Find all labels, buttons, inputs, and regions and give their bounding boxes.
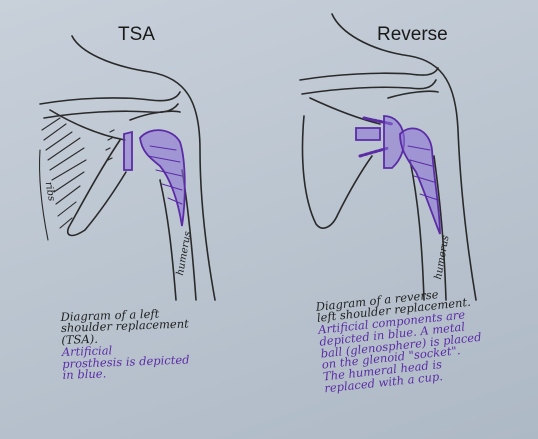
clavicle-r <box>299 67 439 81</box>
scapula-spine <box>49 109 126 141</box>
reverse-diagram <box>299 13 477 301</box>
scapula-spine-r <box>309 97 381 125</box>
humerus-shaft-left-r <box>409 159 425 301</box>
clavicle-lower-r <box>301 79 437 95</box>
rib-hatching <box>38 117 87 241</box>
humeral-head-component <box>139 129 186 227</box>
clavicle-lower <box>43 103 179 119</box>
title-tsa: TSA <box>118 24 155 45</box>
humeral-cup-stem <box>399 127 441 235</box>
neck-outline <box>71 35 216 301</box>
title-reverse: Reverse <box>377 24 448 45</box>
scapula-outline-r <box>301 115 373 229</box>
caption-reverse: Diagram of a reverse left shoulder repla… <box>314 266 538 395</box>
tsa-implant <box>123 129 186 227</box>
clavicle <box>39 91 181 105</box>
acromion <box>129 110 181 121</box>
humerus-shaft-left <box>159 179 177 301</box>
reverse-implant <box>355 115 441 235</box>
glenoid-dashes <box>105 129 115 161</box>
baseplate <box>355 127 381 141</box>
glenoid-component <box>123 130 133 171</box>
stem-hatch-r <box>407 145 439 201</box>
acromion-r <box>387 90 439 99</box>
caption-tsa: Diagram of a left shoulder replacement (… <box>60 293 263 382</box>
humeral-stem-hatch <box>147 145 183 205</box>
caption-tsa-black: Diagram of a left shoulder replacement (… <box>60 306 189 348</box>
caption-tsa-purple: Artificial prosthesis is depicted in blu… <box>61 343 190 383</box>
humerus-shaft-right-r <box>433 155 447 301</box>
scapula-outline <box>66 139 127 237</box>
neck-outline-r <box>331 13 477 301</box>
